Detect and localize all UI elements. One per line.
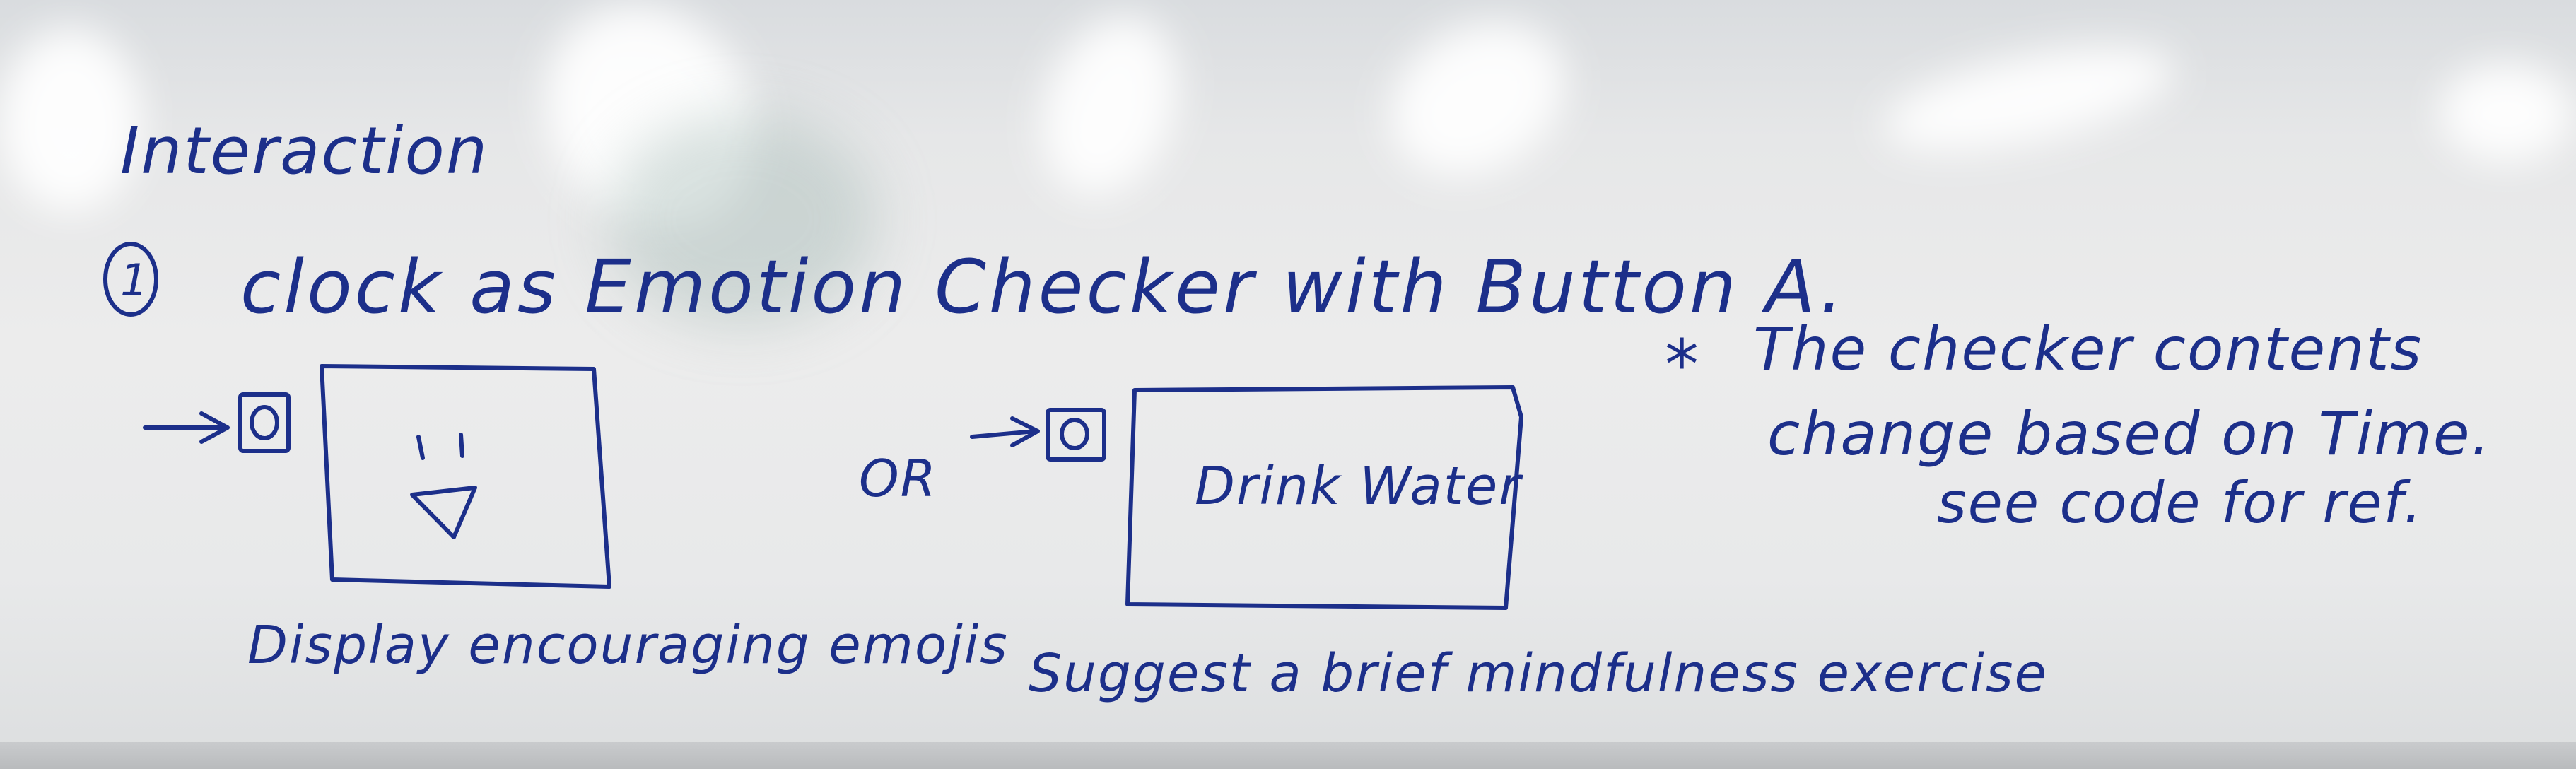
note-line-2: change based on Time. — [1767, 399, 2492, 469]
item-number: 1 — [120, 254, 150, 306]
button-a-circle-left — [250, 405, 279, 440]
note-line-3: see code for ref. — [1937, 470, 2423, 536]
note-asterisk: * — [1665, 325, 1700, 404]
right-screen-box — [1125, 385, 1523, 610]
drink-water-text: Drink Water — [1195, 456, 1522, 517]
smiley-mouth — [410, 486, 477, 539]
smiley-eye-left — [416, 435, 425, 460]
left-screen-caption: Display encouraging emojis — [247, 615, 1009, 676]
right-screen-caption: Suggest a brief mindfulness exercise — [1029, 643, 2049, 704]
circled-number-ring — [103, 242, 158, 317]
arrow-left-icon — [143, 411, 230, 444]
eraser-smudge — [608, 113, 877, 325]
glare-edge-right — [2439, 64, 2573, 163]
button-a-circle-right — [1060, 418, 1089, 450]
item-title: clock as Emotion Checker with Button A. — [240, 244, 1846, 330]
button-a-icon-left — [238, 392, 291, 453]
whiteboard-tray — [0, 742, 2576, 769]
glare-left — [0, 28, 141, 212]
button-a-icon-right — [1046, 408, 1106, 462]
or-separator: OR — [859, 449, 937, 508]
arrow-right-icon — [970, 416, 1040, 447]
note-line-1: The checker contents — [1753, 315, 2423, 384]
left-screen-box — [320, 364, 611, 589]
heading-interaction: Interaction — [120, 113, 489, 189]
smiley-eye-right — [459, 433, 464, 458]
